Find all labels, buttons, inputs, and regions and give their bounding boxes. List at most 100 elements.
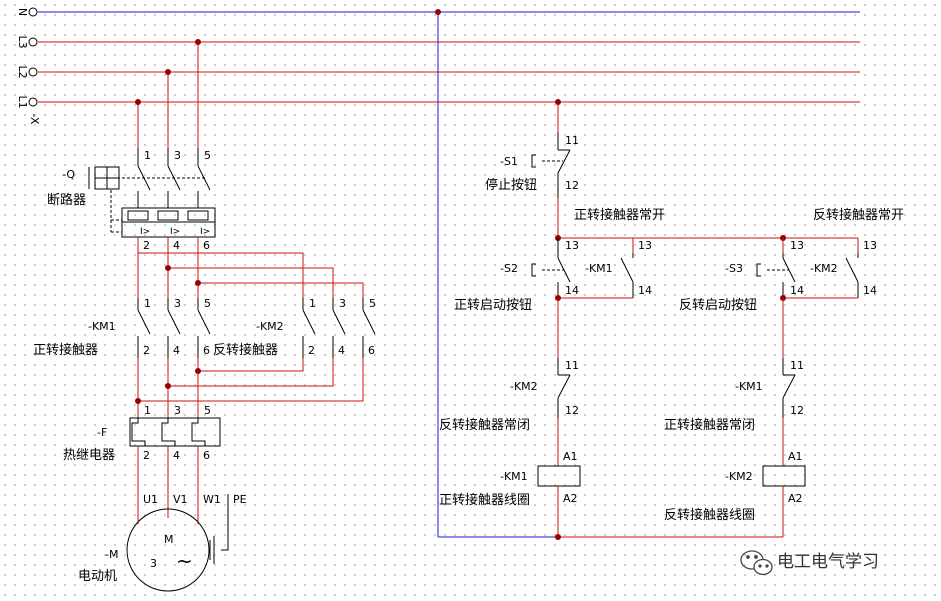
junction-dot [135,99,141,105]
junction-dot [165,265,171,271]
wechat-icon [740,550,773,576]
breaker-num: 2 [143,239,150,252]
junction-dot [435,9,441,15]
km2-num: 1 [309,297,316,310]
km1-coil-name: 正转接触器线圈 [439,492,530,508]
motor-terminal: PE [233,493,247,506]
km1-nc-name: 正转接触器常闭 [664,417,755,433]
thermal-relay-icon [129,417,221,447]
km2-nc-num: 12 [565,404,579,417]
stop-num: 11 [565,134,579,147]
relay-num: 6 [203,449,210,462]
motor-terminal: V1 [173,493,188,506]
km1-nc-num: 11 [790,359,804,372]
trip-symbol: I> [140,227,150,237]
motor-terminal: W1 [203,493,221,506]
label-l3: L3 [16,35,29,48]
relay-num: 3 [174,404,181,417]
km2-num: 6 [368,344,375,357]
km1-main-contacts [137,298,211,358]
breaker-trip-unit: I> I> I> [121,207,216,238]
relay-name: 热继电器 [63,448,115,463]
label-l1: L1 [16,95,29,108]
km1-hold-num: 14 [638,284,652,297]
km1-num: 2 [143,344,150,357]
junction-dot [195,39,201,45]
km1-num: 1 [144,297,151,310]
motor-phases: 3 [150,557,157,570]
motor-terminal: U1 [143,493,158,506]
relay-tag: -F [97,426,107,439]
km1-coil-tag: -KM1 [500,470,528,483]
km2-coil-name: 反转接触器线圈 [664,507,755,523]
km2-coil-icon [762,465,806,487]
km2-num: 4 [338,344,345,357]
km2-nc-name: 反转接触器常闭 [439,417,530,433]
km2-no-heading: 反转接触器常开 [813,207,904,223]
km1-num: 3 [174,297,181,310]
km2-num: 5 [369,297,376,310]
junction-dot [165,69,171,75]
km1-num: 4 [173,344,180,357]
km1-main-name: 正转接触器 [33,342,98,358]
km1-coil-num: A1 [563,450,578,463]
junction-dot [165,383,171,389]
s3-name: 反转启动按钮 [679,298,757,313]
relay-num: 2 [143,449,150,462]
s3-num: 13 [790,239,804,252]
km2-nc-contact [557,358,571,418]
km2-nc-tag: -KM2 [510,380,538,393]
km1-nc-num: 12 [790,404,804,417]
km1-coil-num: A2 [563,492,578,505]
trip-symbol: I> [200,227,210,237]
relay-num: 1 [144,404,151,417]
junction-dot [195,280,201,286]
breaker-num: 4 [173,239,180,252]
s2-num: 14 [565,284,579,297]
breaker-tag: -Q [62,168,75,181]
breaker-num: 5 [204,149,211,162]
km2-hold-num: 13 [863,239,877,252]
s2-tag: -S2 [500,262,518,275]
terminal-l2 [28,67,38,77]
control-circuit: 11 12 -S1 停止按钮 正转接触器常开 反转接触器常开 13 14 -S2… [435,9,904,540]
label-x: -X [28,114,41,125]
km1-main-tag: -KM1 [88,320,116,333]
supply-bus: N L3 L2 L1 -X [16,7,860,125]
label-l2: L2 [16,65,29,78]
breaker-name: 断路器 [47,192,86,208]
junction-dot [135,398,141,404]
km2-main-contacts [302,298,376,358]
watermark: 电工电气学习 [740,550,879,576]
km2-coil-tag: -KM2 [725,470,753,483]
km2-coil-num: A2 [788,492,803,505]
km2-hold-tag: -KM2 [810,262,838,275]
motor-icon [126,508,215,592]
stop-button-contact [531,133,571,198]
terminal-l3 [28,37,38,47]
breaker-num: 3 [174,149,181,162]
stop-num: 12 [565,179,579,192]
km1-hold-num: 13 [638,239,652,252]
km2-hold-contact [845,253,859,298]
km1-num: 6 [203,344,210,357]
stop-name: 停止按钮 [485,177,537,193]
s2-num: 13 [565,239,579,252]
motor-tag: -M [105,548,118,561]
km2-main-name: 反转接触器 [213,342,278,358]
relay-num: 4 [173,449,180,462]
motor-name: 电动机 [78,569,117,584]
km1-num: 5 [204,297,211,310]
km1-hold-contact [620,253,634,298]
junction-dot [555,534,561,540]
stop-tag: -S1 [500,155,518,168]
km2-coil-num: A1 [788,450,803,463]
km1-no-heading: 正转接触器常开 [574,207,665,223]
km2-num: 2 [308,344,315,357]
km2-hold-num: 14 [863,284,877,297]
km1-nc-contact [782,358,796,418]
s3-tag: -S3 [725,262,743,275]
relay-num: 5 [204,404,211,417]
breaker-handle-icon [88,166,120,190]
km1-nc-tag: -KM1 [735,380,763,393]
